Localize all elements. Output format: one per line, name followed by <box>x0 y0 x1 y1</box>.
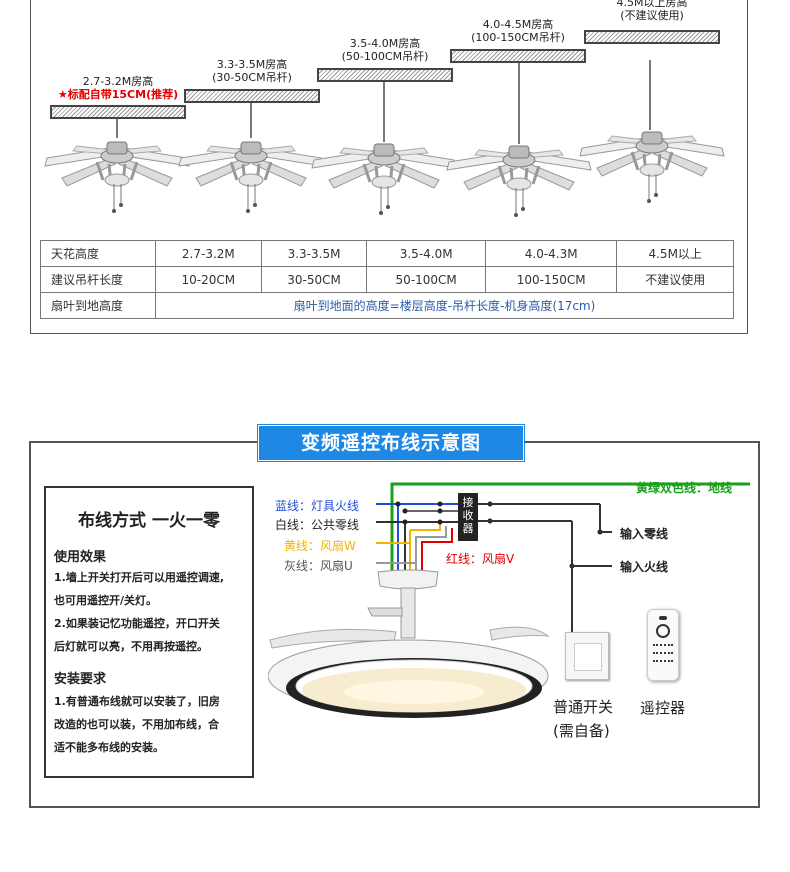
effect-text: 1.墙上开关打开后可以用遥控调速, 也可用遥控开/关灯。 2.如果装记忆功能遥控… <box>54 566 250 658</box>
step-5-height: 4.5M以上房高 <box>616 0 688 9</box>
install-line: 1.有普通布线就可以安装了，旧房 <box>54 695 220 708</box>
row-label-ceiling-height: 天花高度 <box>40 240 156 267</box>
step-3-height: 3.5-4.0M房高 <box>349 37 421 50</box>
table-cell: 30-50CM <box>260 266 368 293</box>
step-1-note: ★标配自带15CM(推荐) <box>57 88 179 101</box>
input-live-label: 输入火线 <box>620 560 669 574</box>
effect-line: 1.墙上开关打开后可以用遥控调速, <box>54 571 225 584</box>
step-2-height: 3.3-3.5M房高 <box>216 58 288 71</box>
table-row: 建议吊杆长度 10-20CM 30-50CM 50-100CM 100-150C… <box>40 266 734 293</box>
step-1-height: 2.7-3.2M房高 <box>82 75 154 88</box>
step-5-note: (不建议使用) <box>620 9 684 22</box>
table-cell: 4.0-4.3M <box>484 240 618 267</box>
table-row: 天花高度 2.7-3.2M 3.3-3.5M 3.5-4.0M 4.0-4.3M… <box>40 240 734 267</box>
table-cell: 3.5-4.0M <box>366 240 486 267</box>
table-cell: 4.5M以上 <box>616 240 734 267</box>
ground-wire-label: 黄绿双色线：地线 <box>636 481 733 495</box>
table-row: 扇叶到地高度 扇叶到地面的高度=楼层高度-吊杆长度-机身高度(17cm) <box>40 292 734 319</box>
white-wire-label: 白线：公共零线 <box>275 518 360 532</box>
remote-control <box>647 609 679 681</box>
wiring-method-box: 布线方式 一火一零 使用效果 1.墙上开关打开后可以用遥控调速, 也可用遥控开/… <box>44 486 254 778</box>
step-3-note: (50-100CM吊杆) <box>341 50 429 63</box>
step-4-height: 4.0-4.5M房高 <box>482 18 554 31</box>
wiring-method-title: 布线方式 一火一零 <box>78 511 220 531</box>
wiring-title: 变频遥控布线示意图 <box>258 425 524 461</box>
switch-label: 普通开关 <box>553 698 614 716</box>
switch-note: (需自备) <box>553 722 610 740</box>
row-label-rod-length: 建议吊杆长度 <box>40 266 156 293</box>
gray-wire-label: 灰线：风扇U <box>284 559 353 573</box>
retractable-fan-light-illustration <box>268 569 550 718</box>
red-wire-label: 红线：风扇V <box>446 552 515 566</box>
receiver-label: 接收器 <box>462 496 474 535</box>
blade-height-formula: 扇叶到地面的高度=楼层高度-吊杆长度-机身高度(17cm) <box>155 292 734 319</box>
install-line: 改造的也可以装，不用加布线，合 <box>54 718 219 731</box>
ceiling-step-4 <box>450 49 586 63</box>
ceiling-step-2 <box>184 89 320 103</box>
install-spec-table: 天花高度 2.7-3.2M 3.3-3.5M 3.5-4.0M 4.0-4.3M… <box>40 240 734 319</box>
ceiling-step-5 <box>584 30 720 44</box>
effect-heading: 使用效果 <box>54 550 107 565</box>
effect-line: 也可用遥控开/关灯。 <box>54 594 158 607</box>
install-line: 适不能多布线的安装。 <box>54 741 164 754</box>
blue-wire-label: 蓝线：灯具火线 <box>275 499 360 513</box>
table-cell: 50-100CM <box>366 266 486 293</box>
table-cell: 100-150CM <box>484 266 618 293</box>
step-label-1: 2.7-3.2M房高 ★标配自带15CM(推荐) <box>40 75 196 101</box>
wall-switch <box>565 632 609 680</box>
install-text: 1.有普通布线就可以安装了，旧房 改造的也可以装，不用加布线，合 适不能多布线的… <box>54 690 250 759</box>
step-label-4: 4.0-4.5M房高 (100-150CM吊杆) <box>450 18 586 44</box>
table-cell: 3.3-3.5M <box>260 240 368 267</box>
table-cell: 不建议使用 <box>616 266 734 293</box>
install-heading: 安装要求 <box>54 672 107 687</box>
remote-label: 遥控器 <box>640 699 686 717</box>
effect-line: 2.如果装记忆功能遥控，开口开关 <box>54 617 220 630</box>
ceiling-step-3 <box>317 68 453 82</box>
switch-rocker <box>574 643 602 671</box>
ceiling-step-1 <box>50 105 186 119</box>
effect-line: 后灯就可以亮，不用再按遥控。 <box>54 640 208 653</box>
step-label-3: 3.5-4.0M房高 (50-100CM吊杆) <box>317 37 453 63</box>
row-label-blade-height: 扇叶到地高度 <box>40 292 156 319</box>
step-4-note: (100-150CM吊杆) <box>471 31 565 44</box>
receiver-box: 接收器 <box>458 493 478 541</box>
yellow-wire-label: 黄线：风扇W <box>284 539 356 553</box>
step-2-note: (30-50CM吊杆) <box>212 71 292 84</box>
step-label-2: 3.3-3.5M房高 (30-50CM吊杆) <box>184 58 320 84</box>
step-label-5: 4.5M以上房高 (不建议使用) <box>584 0 720 22</box>
ceiling-fans-illustration <box>43 60 726 219</box>
input-neutral-label: 输入零线 <box>620 527 669 541</box>
